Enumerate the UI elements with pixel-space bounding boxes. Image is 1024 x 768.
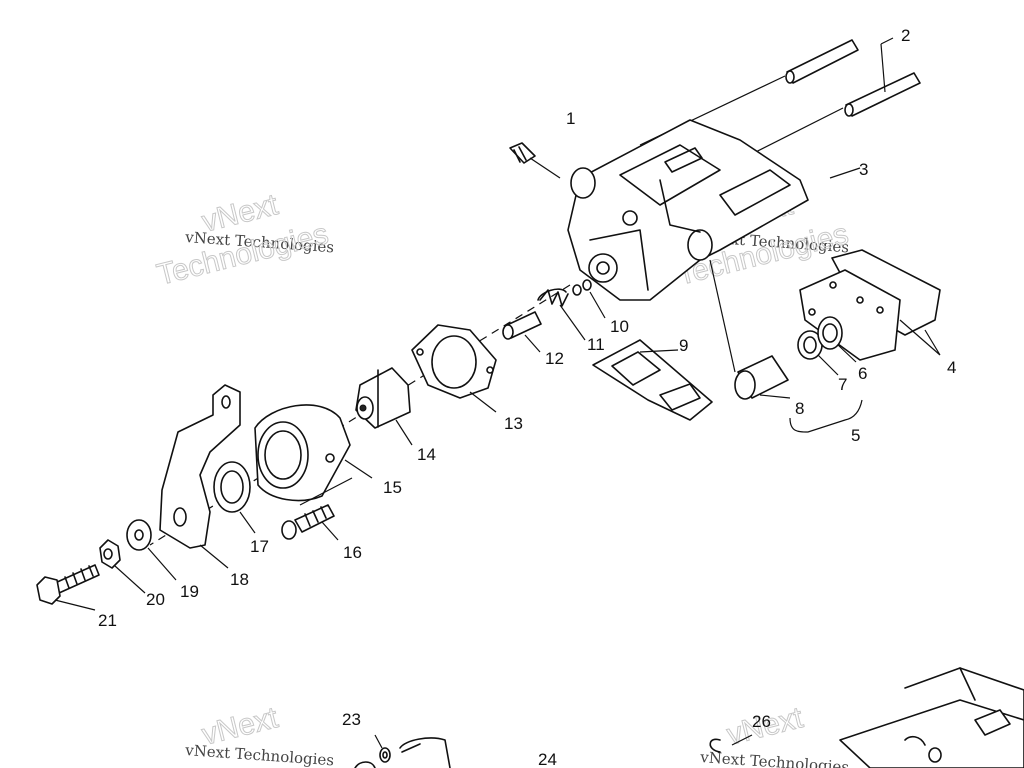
- callout-19: 19: [180, 582, 199, 601]
- part-bleeder-screw: [509, 142, 561, 179]
- watermark-left: vNext vNext Technologies Technologies: [153, 188, 334, 293]
- callout-21: 21: [98, 611, 117, 630]
- callout-8: 8: [795, 399, 804, 418]
- part-gasket: [411, 324, 497, 413]
- callout-10: 10: [610, 317, 629, 336]
- callout-20: 20: [146, 590, 165, 609]
- callout-3: 3: [859, 160, 868, 179]
- leader-2: [880, 37, 894, 93]
- part-brake-pads: [799, 249, 941, 361]
- callout-16: 16: [343, 543, 362, 562]
- callout-12: 12: [545, 349, 564, 368]
- part-washer: [126, 519, 177, 581]
- watermark-bottom-left: vNext vNext Technologies: [184, 701, 335, 768]
- part-pad-clip: [592, 339, 713, 421]
- callout-5: 5: [851, 426, 860, 445]
- leader-3: [829, 167, 861, 179]
- part-seal-ring: [213, 461, 256, 534]
- part-guide-pins: [639, 39, 921, 181]
- callout-18: 18: [230, 570, 249, 589]
- svg-text:vNext Technologies: vNext Technologies: [184, 741, 335, 768]
- callout-7: 7: [838, 375, 847, 394]
- leader-8: [759, 394, 791, 399]
- leader-7: [817, 354, 839, 376]
- callout-9: 9: [679, 336, 688, 355]
- svg-text:vNext Technologies: vNext Technologies: [699, 748, 850, 768]
- callout-14: 14: [417, 445, 436, 464]
- callout-24: 24: [538, 750, 557, 768]
- callout-26: 26: [752, 712, 771, 731]
- part-bottom-left-fragment: [354, 734, 451, 768]
- part-cap-screw: [281, 477, 353, 541]
- callout-11: 11: [587, 335, 605, 354]
- part-mounting-bracket: [159, 384, 241, 569]
- part-adjuster: [355, 367, 413, 446]
- callout-15: 15: [383, 478, 402, 497]
- callout-2: 2: [901, 26, 910, 45]
- part-caliper-body: [567, 119, 809, 301]
- callout-1: 1: [566, 109, 575, 128]
- callout-17: 17: [250, 537, 269, 556]
- callout-6: 6: [858, 364, 867, 383]
- callout-23: 23: [342, 710, 361, 729]
- callout-labels: 1 2 3 4 5 6 7 8 9 10 11 12 13 14 15 16 1…: [98, 26, 956, 768]
- part-hex-bolt: [36, 564, 100, 611]
- part-piston-assembly: [709, 259, 863, 433]
- part-bottom-right-fragment: [709, 667, 1024, 768]
- part-small-hardware: [502, 279, 606, 353]
- leader-6: [837, 344, 857, 363]
- watermark-bottom-right: vNext vNext Technologies: [699, 701, 850, 768]
- part-housing: [254, 404, 373, 502]
- part-nut: [99, 539, 146, 594]
- callout-4: 4: [947, 358, 956, 377]
- callout-13: 13: [504, 414, 523, 433]
